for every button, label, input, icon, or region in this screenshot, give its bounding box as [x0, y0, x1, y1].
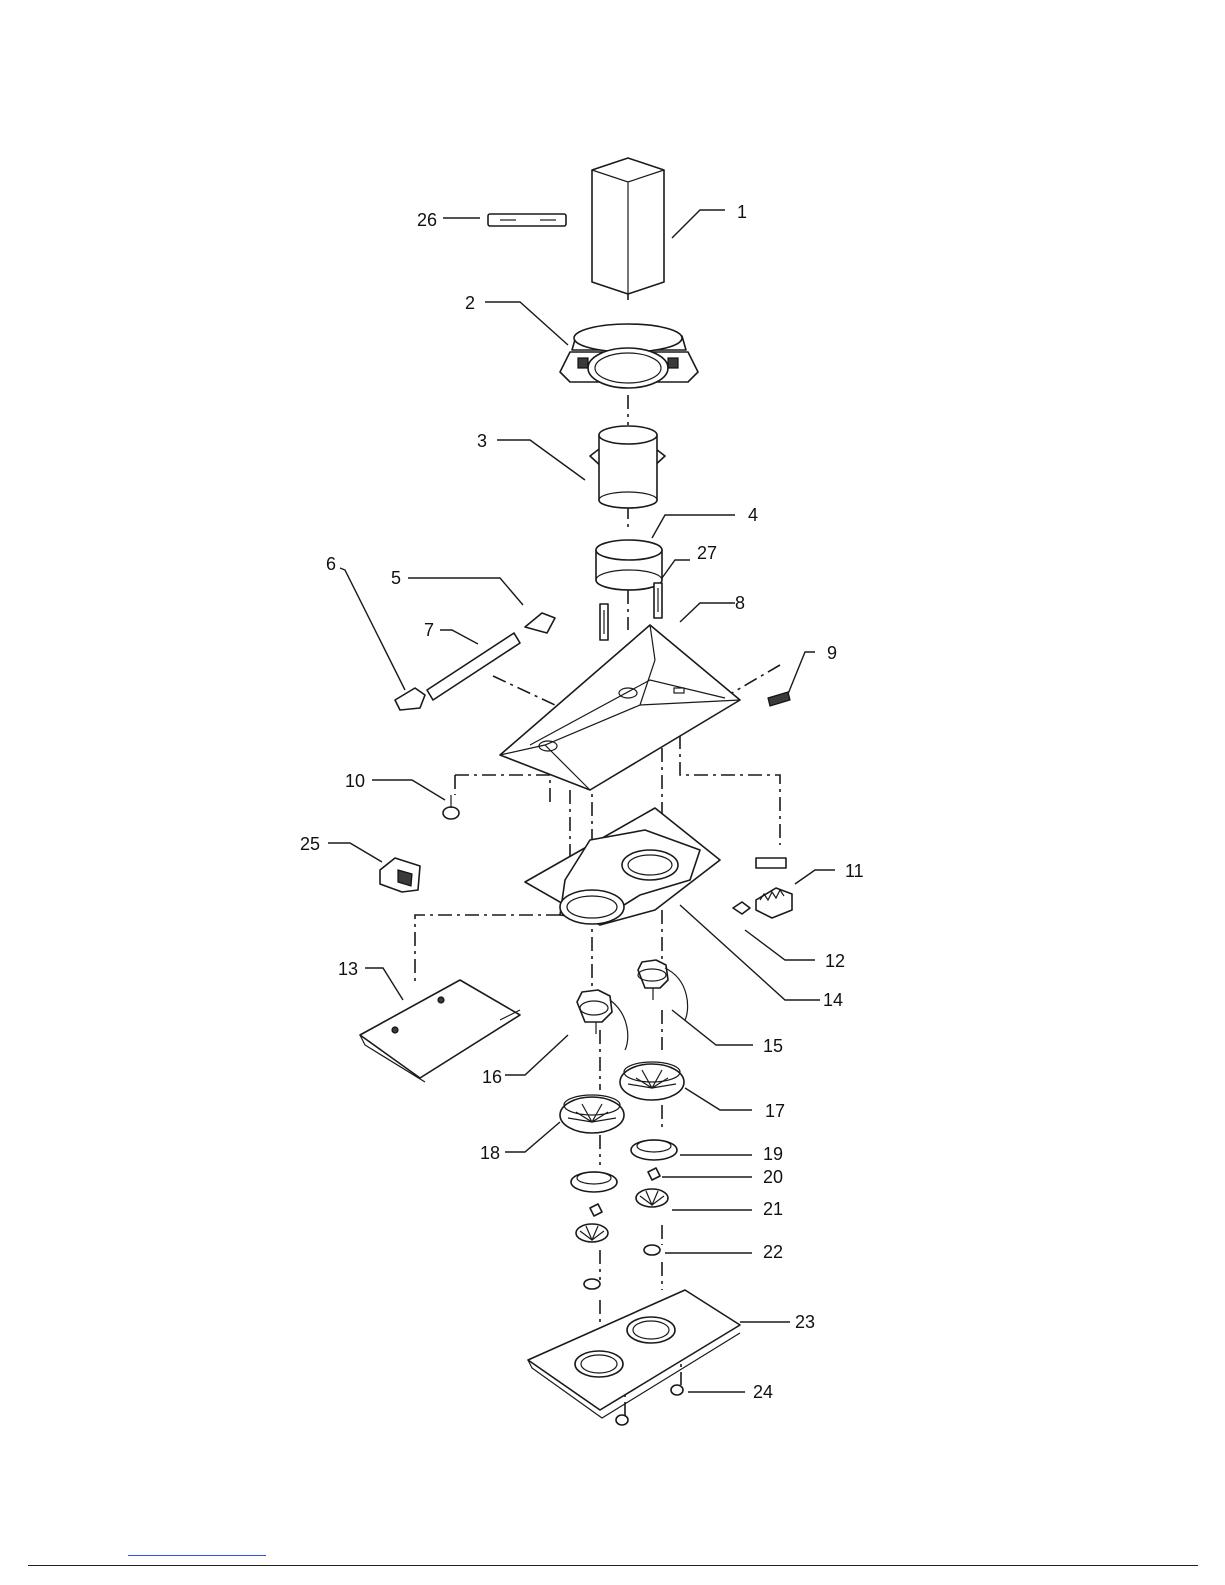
part-16-motor [577, 990, 628, 1050]
part-19-motor-ring [571, 1140, 677, 1192]
part-5-end-cap [525, 613, 555, 633]
callout-1: 1 [737, 202, 747, 222]
callout-22: 22 [763, 1242, 783, 1262]
part-6-end-cap [395, 688, 425, 710]
callout-25: 25 [300, 834, 320, 854]
part-25-transformer [380, 858, 420, 892]
callout-15: 15 [763, 1036, 783, 1056]
part-10-control-knob [443, 795, 459, 819]
part-1-chimney [592, 158, 664, 294]
part-23-bottom-plate [528, 1290, 740, 1418]
callout-2: 2 [465, 293, 475, 313]
part-7-light-tube [427, 633, 520, 700]
part-18-blower-wheel [560, 1095, 624, 1133]
callout-19: 19 [763, 1144, 783, 1164]
callout-12: 12 [825, 951, 845, 971]
callout-11: 11 [845, 861, 864, 881]
callout-16: 16 [482, 1067, 502, 1087]
part-2-ceiling-flange [560, 324, 698, 388]
callout-17: 17 [765, 1101, 785, 1121]
part-17-blower-wheel [620, 1062, 684, 1100]
part-11-terminal-block [756, 858, 792, 918]
callout-4: 4 [748, 505, 758, 525]
callout-9: 9 [827, 643, 837, 663]
callout-24: 24 [753, 1382, 773, 1402]
footer-divider [28, 1565, 1198, 1566]
part-22-end-cap [584, 1245, 660, 1289]
callout-10: 10 [345, 771, 365, 791]
callout-6: 6 [326, 554, 336, 574]
callout-18: 18 [480, 1143, 500, 1163]
callout-13: 13 [338, 959, 358, 979]
callout-8: 8 [735, 593, 745, 613]
part-26-mounting-bracket [488, 214, 566, 226]
callout-26: 26 [417, 210, 437, 230]
callout-3: 3 [477, 431, 487, 451]
part-8-hood-body [500, 625, 740, 790]
part-14-blower-housing [525, 808, 720, 925]
callout-leader-lines [328, 210, 835, 1392]
callout-21: 21 [763, 1199, 783, 1219]
callout-23: 23 [795, 1312, 815, 1332]
part-12-screw [733, 902, 750, 914]
callout-5: 5 [391, 568, 401, 588]
callout-7: 7 [424, 620, 434, 640]
part-4-damper-ring [596, 540, 662, 590]
callout-14: 14 [823, 990, 843, 1010]
part-9-clip [768, 692, 790, 706]
footer-link-underline[interactable] [128, 1555, 266, 1556]
part-15-motor [638, 960, 688, 1020]
part-21-spinner-cap [576, 1189, 668, 1242]
callout-27: 27 [697, 543, 717, 563]
callout-20: 20 [763, 1167, 783, 1187]
part-3-duct-adapter [590, 426, 665, 508]
